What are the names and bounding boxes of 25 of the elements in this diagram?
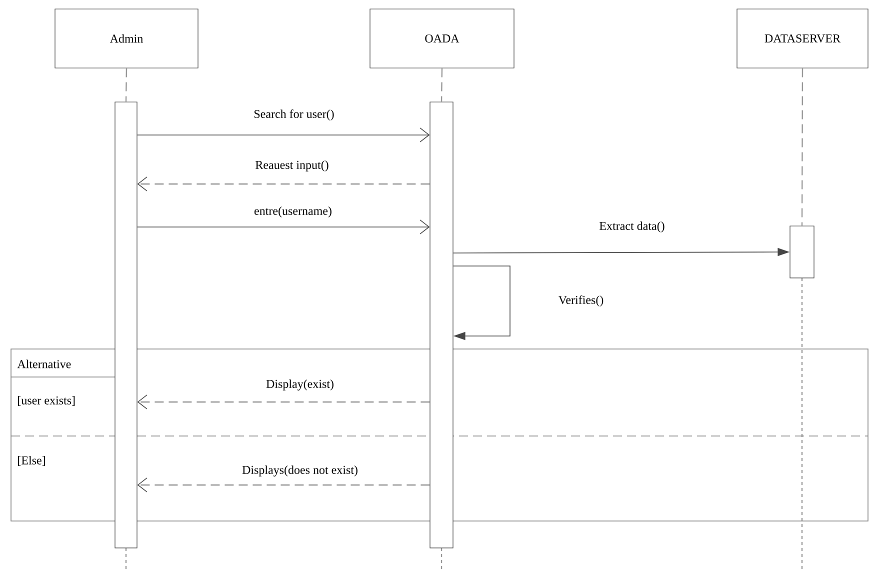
- activation-bar: [790, 226, 814, 278]
- message-label: Extract data(): [598, 220, 666, 234]
- message-label: Reauest input(): [254, 160, 330, 172]
- lifeline: [440, 68, 443, 102]
- activation-bar: [114, 102, 138, 548]
- lifeline: [125, 68, 128, 102]
- guard-condition: [Else]: [18, 456, 45, 466]
- lifeline-head-box: OADA: [370, 8, 514, 68]
- message-label: entre(username): [253, 206, 333, 218]
- return-arrow: [137, 394, 430, 410]
- message-label: Display(exist): [265, 378, 335, 392]
- message-arrow: [136, 128, 430, 142]
- return-arrow: [137, 478, 430, 492]
- fragment-label: Alternative: [17, 360, 71, 368]
- lifeline-head-box: Admin: [54, 8, 198, 68]
- activation-bar: [430, 102, 454, 548]
- lifeline: [801, 68, 804, 226]
- lifeline-head-box: DATASERVER: [736, 8, 868, 68]
- self-message-arrow: [452, 266, 510, 340]
- guard-condition: [user exists]: [18, 396, 75, 406]
- message-label: Verifies(): [557, 294, 605, 308]
- message-label: Displays(does not exist): [241, 464, 359, 478]
- message-arrow: [136, 220, 430, 234]
- return-arrow: [137, 176, 430, 192]
- message-label: Search for user(): [252, 108, 336, 122]
